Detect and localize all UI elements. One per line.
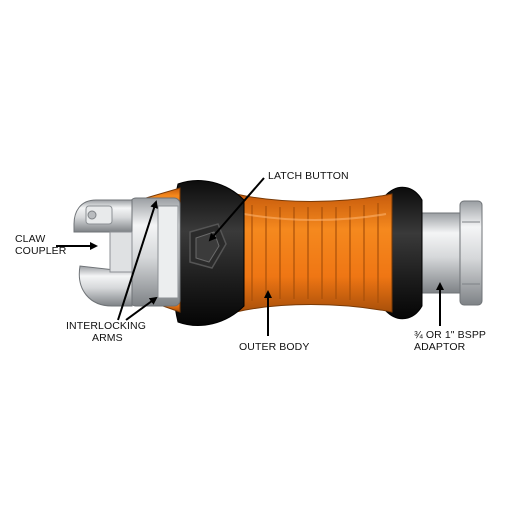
label-outer-body: OUTER BODY [239, 341, 310, 353]
claw-coupler [73, 199, 133, 307]
rear-collar [384, 186, 423, 320]
label-interlocking-arms: INTERLOCKING ARMS [66, 320, 146, 344]
outer-body [235, 193, 393, 313]
label-claw-coupler-line2: COUPLER [15, 245, 67, 257]
body-grip-ribs [251, 203, 379, 303]
arms-arrow-upper [117, 200, 158, 321]
inner-collar [129, 197, 181, 307]
callout-arrows [56, 177, 444, 336]
label-adaptor-line1: ¾ OR 1" BSPP [414, 329, 487, 341]
label-interlocking-arms-line1: INTERLOCKING [66, 320, 146, 332]
label-adaptor: ¾ OR 1" BSPP ADAPTOR [414, 329, 486, 353]
arms-arrow-lower [125, 296, 158, 321]
label-claw-coupler-line1: CLAW [15, 233, 46, 245]
label-latch-button: LATCH BUTTON [268, 170, 349, 182]
latch-arrow [208, 177, 265, 242]
label-adaptor-line2: ADAPTOR [414, 341, 466, 353]
label-interlocking-arms-line2: ARMS [92, 332, 123, 344]
label-claw-coupler: CLAW COUPLER [15, 233, 66, 257]
